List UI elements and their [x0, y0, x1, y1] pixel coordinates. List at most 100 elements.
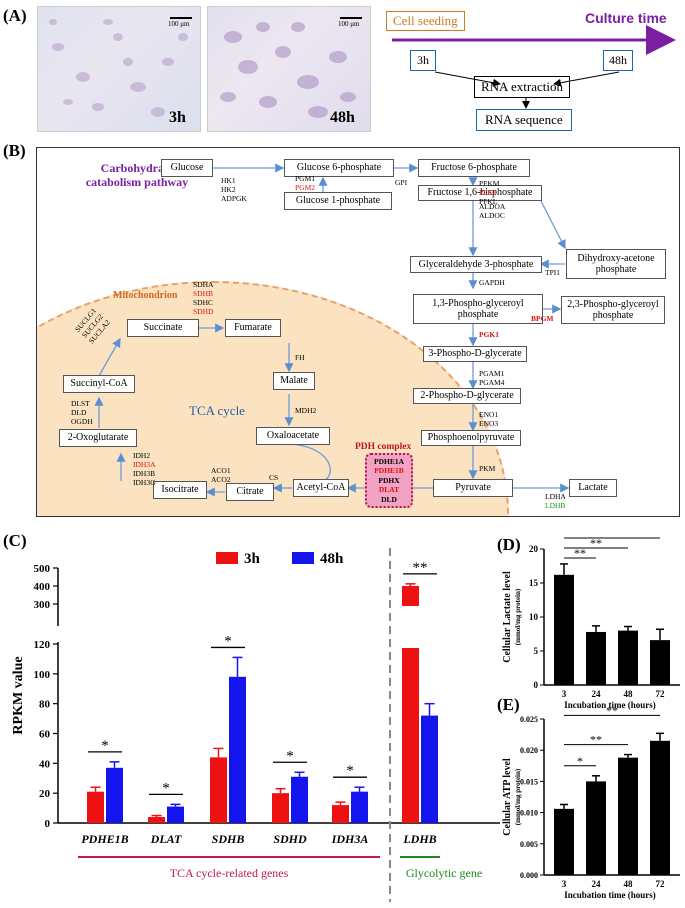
panel-label-b: (B)	[3, 141, 26, 160]
bar-48h	[421, 715, 438, 823]
culture-time-label: Culture time	[585, 10, 667, 26]
significance-mark: **	[606, 705, 618, 717]
bar	[618, 757, 638, 875]
scale-bar-label: 100 μm	[168, 20, 190, 28]
pdh-label: PDH complex	[355, 442, 412, 452]
panel-label-d: (D)	[497, 535, 521, 554]
enzyme-pkm: PKM	[479, 464, 496, 473]
y-tick-label: 80	[39, 699, 51, 711]
arrow-3h	[434, 71, 501, 87]
metabolite-pep: Phosphoenolpyruvate	[421, 430, 521, 446]
metabolite-acetylcoa: Acetyl-CoA	[293, 479, 349, 497]
y-axis-unit: (mmol/mg protein)	[514, 768, 522, 825]
x-axis-title: Incubation time (hours)	[564, 890, 656, 900]
enzyme-bpgm: BPGM	[531, 314, 554, 323]
arrow-48h	[553, 71, 620, 87]
y-tick-label: 0.005	[520, 840, 538, 849]
metabolite-glucose: Glucose	[161, 159, 213, 177]
metabolite-pyruvate: Pyruvate	[433, 479, 513, 497]
bar-48h	[106, 767, 123, 823]
enzyme-gpi: GPI	[395, 178, 408, 187]
bar	[650, 640, 670, 685]
legend-label-48h: 48h	[320, 551, 344, 567]
time-label: 3h	[169, 109, 186, 126]
panel-label-e: (E)	[497, 695, 520, 714]
y-tick-label: 0.000	[520, 871, 538, 880]
significance-mark: *	[286, 748, 294, 764]
y-tick-label: 20	[529, 544, 539, 554]
cell-seeding-box: Cell seeding	[386, 11, 465, 31]
enzyme-mdh: MDH2	[295, 406, 317, 415]
metabolite-g1p: Glucose 1-phosphate	[284, 192, 392, 210]
time-label: 48h	[330, 109, 355, 126]
category-label: LDHB	[402, 832, 436, 846]
significance-mark: **	[574, 546, 586, 560]
significance-mark: *	[224, 633, 232, 649]
panel-label-c: (C)	[3, 531, 27, 550]
workflow-diagram	[392, 25, 676, 109]
y-tick-label: 10	[529, 612, 539, 622]
scale-bar-label: 100 μm	[338, 20, 360, 28]
category-label: DLAT	[150, 832, 182, 846]
y-tick-label: 0.010	[520, 809, 538, 818]
metabolite-citrate: Citrate	[226, 483, 274, 501]
pdh-complex: PDHE1A PDHE1B PDHX DLAT DLD	[365, 453, 413, 508]
metabolite-2pg: 2-Phospho-D-glycerate	[413, 388, 521, 404]
y-tick-label: 0.020	[520, 746, 538, 755]
y-axis-unit: (mmol/mg protein)	[514, 588, 522, 645]
metabolite-fumarate: Fumarate	[225, 319, 281, 337]
micrograph-3h: 100 μm 3h	[37, 6, 201, 132]
significance-mark: **	[590, 536, 602, 550]
x-tick-label: 72	[656, 879, 666, 889]
time-48h-box: 48h	[603, 50, 633, 71]
bar	[618, 630, 638, 685]
bar	[554, 808, 574, 875]
group-label-glycolytic: Glycolytic gene	[406, 866, 482, 880]
bar-48h	[291, 776, 308, 823]
y-tick-label: 0	[45, 818, 51, 830]
significance-mark: **	[590, 733, 602, 747]
bar	[554, 574, 574, 685]
x-tick-label: 3	[562, 879, 567, 889]
panel-label-a: (A)	[3, 6, 27, 25]
metabolite-lactate: Lactate	[569, 479, 617, 497]
enzyme-tpi: TPI1	[545, 268, 560, 277]
scale-bar	[340, 17, 362, 19]
significance-mark: *	[346, 763, 354, 779]
metabolite-2-oxoglutarate: 2-Oxoglutarate	[59, 429, 137, 447]
y-tick-label: 20	[39, 788, 51, 800]
y-tick-label: 100	[34, 669, 51, 681]
y-tick-label: 40	[39, 758, 51, 770]
scale-bar	[170, 17, 192, 19]
time-3h-box: 3h	[410, 50, 436, 71]
metabolite-malate: Malate	[273, 372, 315, 390]
category-label: PDHE1B	[81, 832, 128, 846]
bar	[586, 781, 606, 875]
metabolite-dhap: Dihydroxy-acetone phosphate	[566, 249, 666, 279]
metabolite-13bpg: 1,3-Phospho-glyceroyl phosphate	[413, 294, 543, 324]
legend-swatch-3h	[216, 552, 238, 564]
bar-3h	[210, 757, 227, 823]
legend-swatch-48h	[292, 552, 314, 564]
legend-label-3h: 3h	[244, 551, 261, 567]
metabolite-isocitrate: Isocitrate	[153, 481, 207, 499]
y-axis-title: RPKM value	[11, 656, 26, 734]
metabolite-3pg: 3-Phospho-D-glycerate	[423, 346, 527, 362]
bar-3h-upper	[402, 586, 419, 606]
enzyme-fh: FH	[295, 353, 305, 362]
metabolite-g3p: Glyceraldehyde 3-phosphate	[410, 256, 542, 273]
category-label: SDHB	[212, 832, 245, 846]
significance-mark: *	[162, 780, 170, 796]
x-tick-label: 24	[592, 689, 602, 699]
y-tick-label: 60	[39, 729, 51, 741]
cell-texture	[220, 22, 356, 118]
category-label: SDHD	[273, 832, 307, 846]
bar	[586, 631, 606, 685]
